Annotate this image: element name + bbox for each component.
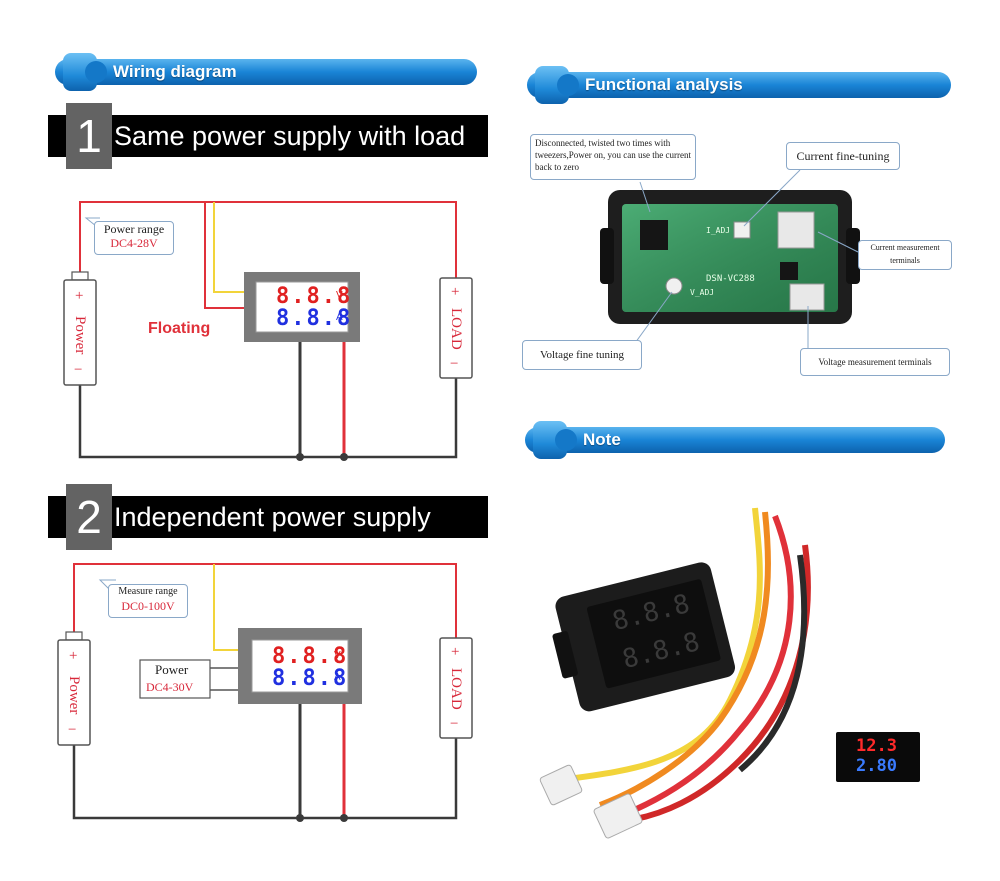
- s2-measure-range-value: DC0-100V: [121, 599, 175, 613]
- s1-floating-label: Floating: [148, 320, 211, 337]
- s2-measure-range-callout: Measure range DC0-100V: [108, 584, 188, 618]
- s2-junction-black: [296, 814, 304, 822]
- wire-black: [738, 554, 808, 773]
- s1-battery-label: Power: [72, 316, 88, 355]
- s2-black-bottom-wire: [72, 738, 458, 820]
- s2-meter-face: [251, 639, 349, 693]
- leader-current-fine: [743, 169, 801, 227]
- s2-power-box: [139, 659, 211, 699]
- s2-battery-plus: +: [69, 648, 78, 664]
- s1-power-range-callout: Power range DC4-28V: [94, 221, 174, 255]
- ribbon-tab-icon: [535, 66, 579, 104]
- pcb-housing-tab-left: [600, 228, 614, 284]
- section-1-number: 1: [66, 103, 112, 169]
- s2-battery-body: [57, 639, 91, 746]
- s2-load-label: LOAD: [448, 668, 464, 710]
- s2-power-box-label: Power: [155, 662, 189, 677]
- s1-battery-minus: −: [74, 362, 83, 378]
- wire-orange: [598, 511, 771, 808]
- pcb-chip-main: [640, 220, 668, 250]
- lit-display-bottom-value: 2.80: [856, 756, 897, 776]
- meter-module-clip: [552, 631, 578, 679]
- pcb-chip-small: [780, 262, 798, 280]
- leader-disconnected: [639, 181, 651, 213]
- s2-load-minus: −: [450, 716, 459, 732]
- s1-power-range-label: Power range: [103, 222, 165, 236]
- section-1-header: 1 Same power supply with load: [48, 103, 488, 169]
- s2-yellow-wire: [213, 564, 246, 651]
- ribbon-tab-icon: [533, 421, 577, 459]
- s2-load-body: [439, 637, 473, 739]
- s2-red-top-wire: [73, 563, 457, 640]
- pcb-housing-tab-right: [846, 228, 860, 284]
- lit-display-top-value: 12.3: [856, 736, 897, 756]
- s2-meter-amps: 8.8.8: [272, 666, 349, 691]
- s1-battery-plus: +: [75, 288, 84, 304]
- s2-meter-unit-v: V: [334, 650, 341, 661]
- pcb-i-adj-label: I_ADJ: [706, 226, 731, 235]
- s1-black-bottom-wire: [78, 378, 458, 459]
- connector-white-1: [539, 764, 583, 806]
- wiring-diagram-title: Wiring diagram: [113, 62, 237, 81]
- section-2-header: 2 Independent power supply: [48, 484, 488, 550]
- s1-load-plus: +: [451, 284, 460, 300]
- pcb-connector-voltage: [789, 283, 825, 311]
- pcb-v-adj-label: V_ADJ: [690, 288, 715, 297]
- lit-display-frame: [836, 732, 920, 782]
- functional-analysis-header: Functional analysis: [527, 66, 951, 104]
- wiring-diagram-header: Wiring diagram: [55, 53, 477, 91]
- s1-yellow-wire: [213, 202, 246, 293]
- pcb-trim-current: [733, 221, 751, 239]
- disconnected-note-callout: Disconnected, twisted two times with twe…: [530, 134, 696, 180]
- s1-junction-black: [296, 453, 304, 461]
- current-terminals-callout: Current measurement terminals: [858, 240, 952, 270]
- s1-load-label: LOAD: [448, 308, 464, 350]
- s2-meter-volts: 8.8.8: [272, 644, 349, 669]
- note-title: Note: [583, 430, 621, 449]
- pcb-trim-voltage: [665, 277, 683, 295]
- s1-junction-red: [340, 453, 348, 461]
- s2-load-plus: +: [451, 644, 460, 660]
- s1-meter-unit-v: V: [336, 290, 343, 301]
- s2-power-box-value: DC4-30V: [146, 680, 194, 694]
- s2-battery-label: Power: [66, 676, 82, 715]
- section-1-title: Same power supply with load: [114, 121, 466, 151]
- ribbon-tab-icon: [63, 53, 107, 91]
- note-header: Note: [525, 421, 945, 459]
- s1-red-top-wire: [79, 201, 457, 280]
- s2-measure-range-label: Measure range: [118, 586, 178, 597]
- s1-battery-body: [63, 279, 97, 386]
- leader-current-terminals: [817, 231, 859, 253]
- voltage-fine-tuning-callout: Voltage fine tuning: [522, 340, 642, 370]
- pcb-connector-current: [777, 211, 815, 249]
- s1-meter-face: [255, 281, 349, 333]
- wire-red-1: [608, 514, 794, 823]
- s1-load-body: [439, 277, 473, 379]
- current-fine-tuning-callout: Current fine-tuning: [786, 142, 900, 170]
- meter-module-window: [586, 579, 721, 689]
- s1-red-meter-wire: [204, 202, 246, 309]
- s1-load-minus: −: [450, 356, 459, 372]
- s1-power-range-value: DC4-28V: [110, 236, 158, 250]
- section-2-title: Independent power supply: [114, 502, 431, 532]
- voltage-terminals-callout: Voltage measurement terminals: [800, 348, 950, 376]
- meter-module: [552, 562, 736, 712]
- functional-analysis-title: Functional analysis: [585, 75, 743, 94]
- section-2-number: 2: [66, 484, 112, 550]
- s2-meter-unit-a: A: [334, 672, 341, 683]
- s1-meter-unit-a: A: [336, 312, 343, 323]
- s2-junction-red: [340, 814, 348, 822]
- s1-meter-amps: 8.8.8: [276, 306, 353, 331]
- s1-meter-volts: 8.8.8: [276, 284, 353, 309]
- pcb-model-label: DSN-VC288: [706, 274, 755, 284]
- connector-white-2: [593, 793, 643, 839]
- s2-battery-minus: −: [68, 722, 77, 738]
